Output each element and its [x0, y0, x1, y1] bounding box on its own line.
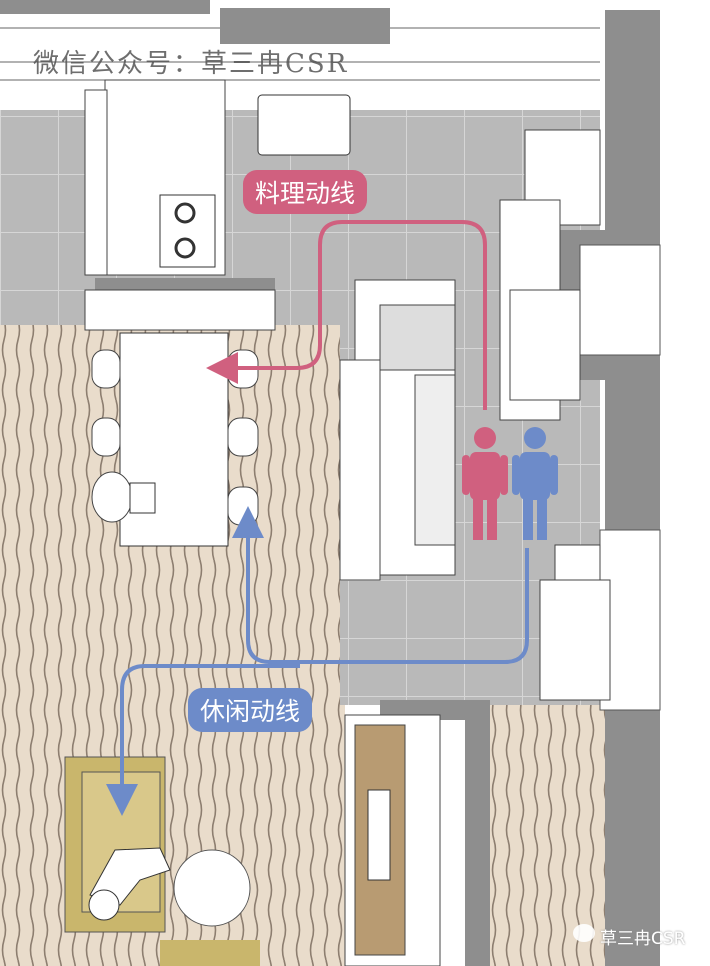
leisure-path-line	[232, 506, 529, 664]
sink	[257, 94, 351, 156]
cooking-path-line	[206, 220, 487, 410]
person-pink-icon	[462, 427, 508, 540]
stove	[159, 194, 216, 268]
cooking-path-label: 料理动线	[243, 170, 368, 214]
right-wall	[605, 10, 660, 966]
leisure-path-line-2	[106, 664, 300, 816]
person-blue-icon	[512, 427, 558, 540]
top-wall	[220, 8, 390, 44]
dining-table	[119, 332, 229, 547]
wechat-icon	[573, 924, 595, 942]
watermark-bottom: 草三冉CSR	[600, 929, 686, 949]
leisure-path-label: 休闲动线	[188, 688, 313, 732]
watermark-top: 微信公众号：草三冉CSR	[33, 49, 349, 79]
side-table	[173, 849, 251, 927]
